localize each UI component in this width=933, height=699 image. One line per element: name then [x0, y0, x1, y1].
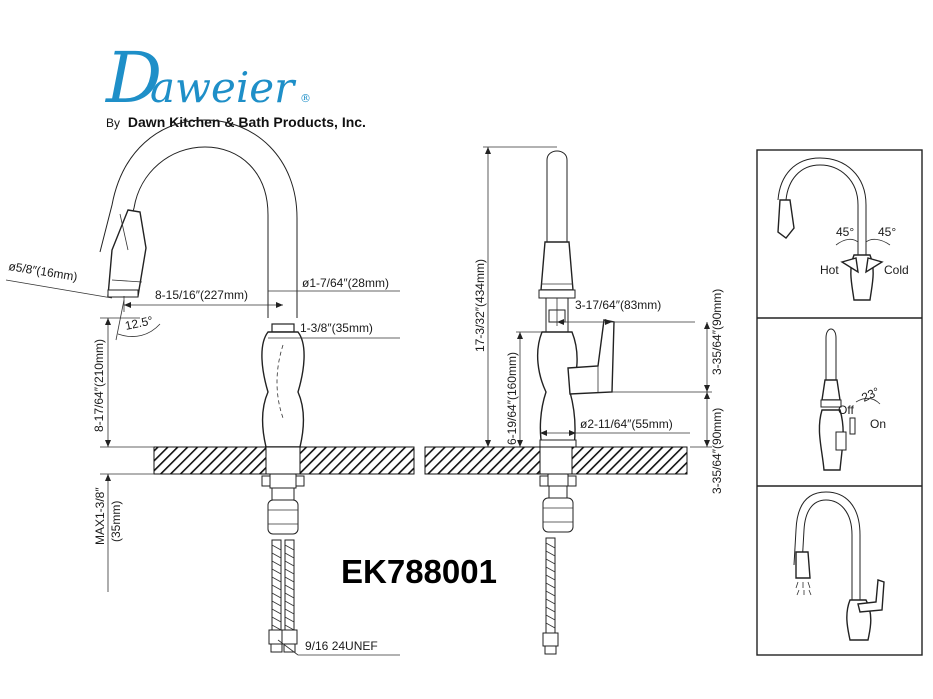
- registered-mark: ®: [300, 92, 311, 105]
- body-diameter: 1-3/8″(35mm): [300, 321, 373, 335]
- side-view-faucet: [536, 150, 615, 655]
- spray-head-diameter: ø5/8″(16mm): [8, 259, 79, 284]
- cold-label: Cold: [884, 263, 909, 277]
- clearance-lower: 3-35/64″(90mm): [710, 408, 724, 494]
- byline: By Dawn Kitchen & Bath Products, Inc.: [106, 114, 366, 130]
- side-dimensions: 17-3/32″(434mm) 6-19/64″(160mm) 3-17/64″…: [473, 146, 724, 494]
- off-label: Off: [838, 403, 854, 417]
- height-under-spout: 8-17/64″(210mm): [92, 339, 106, 432]
- thread-spec: 9/16 24UNEF: [305, 639, 378, 653]
- side-spray-head: [540, 241, 574, 291]
- rotation-right-angle: 45°: [878, 225, 896, 239]
- logo-wordmark: aweier: [150, 63, 297, 112]
- byline-company: Dawn Kitchen & Bath Products, Inc.: [128, 114, 366, 130]
- brand-logo: D aweier ®: [104, 37, 311, 119]
- faucet-body: [261, 331, 305, 448]
- total-height: 17-3/32″(434mm): [473, 259, 487, 352]
- spout-diameter: ø1-7/64″(28mm): [302, 276, 389, 290]
- panel-rotation: 45° 45° Hot Cold: [777, 157, 909, 301]
- clearance-upper: 3-35/64″(90mm): [710, 289, 724, 375]
- byline-prefix: By: [106, 116, 120, 130]
- rotation-left-angle: 45°: [836, 225, 854, 239]
- on-label: On: [870, 417, 886, 431]
- model-number: EK788001: [341, 553, 497, 590]
- feature-panels: 45° 45° Hot Cold 23° Off On: [756, 149, 923, 656]
- spray-angle: 12.5°: [124, 313, 155, 333]
- handle-reach: 3-17/64″(83mm): [575, 298, 661, 312]
- panel-pulldown: [793, 491, 885, 641]
- supply-hoses: [268, 539, 298, 653]
- base-diameter: ø2-11/64″(55mm): [580, 417, 673, 431]
- front-view-faucet: [99, 119, 305, 653]
- hot-label: Hot: [820, 263, 839, 277]
- max-deck-line1: MAX1-3/8″: [93, 487, 107, 545]
- logo-initial: D: [104, 37, 162, 119]
- max-deck-line2: (35mm): [109, 501, 123, 542]
- reach-label: 8-15/16″(227mm): [155, 288, 248, 302]
- front-dimensions: ø5/8″(16mm) 8-15/16″(227mm) ø1-7/64″(28m…: [5, 259, 400, 656]
- handle-height: 6-19/64″(160mm): [505, 352, 519, 445]
- spray-head: [107, 209, 147, 297]
